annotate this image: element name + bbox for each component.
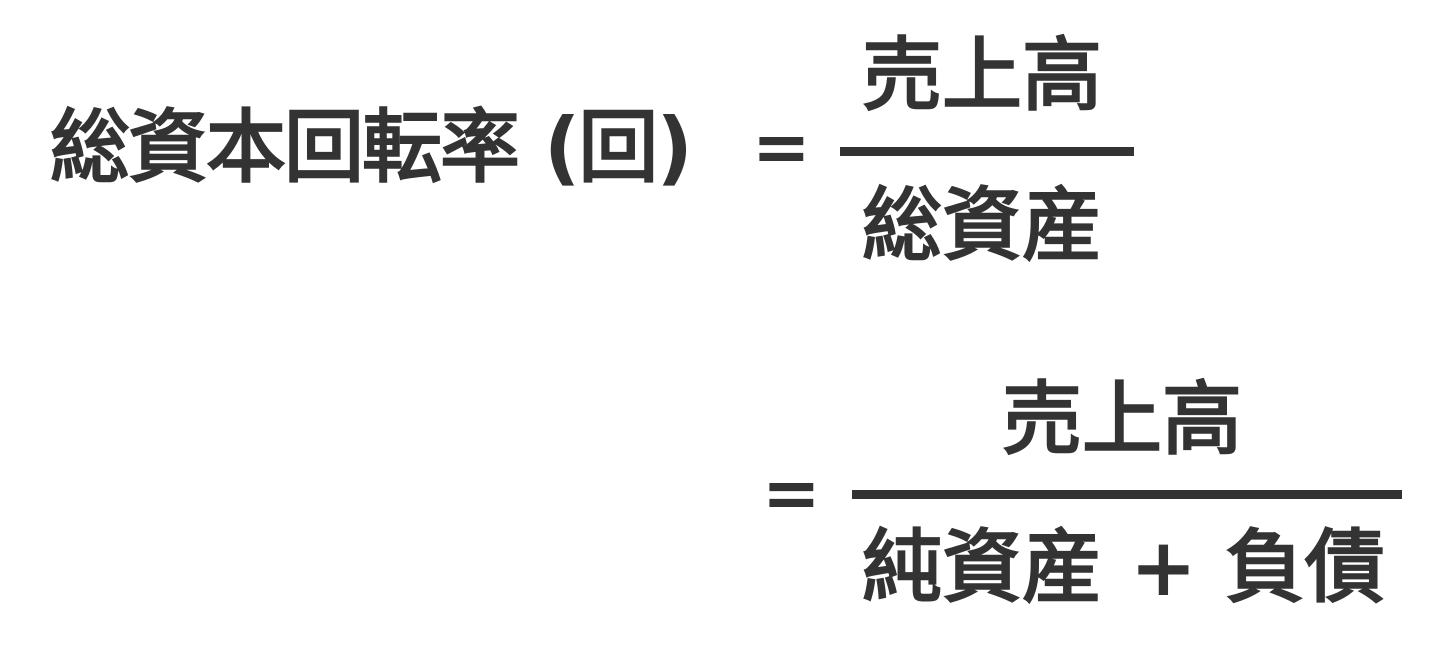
fraction-bar-1 <box>840 147 1134 156</box>
numerator-1: 売上高 <box>862 29 1102 122</box>
numerator-2: 売上高 <box>1002 373 1242 466</box>
equals-sign-1: = <box>752 106 811 188</box>
denominator-2: 純資産 + 負債 <box>862 521 1385 614</box>
equals-sign-2: = <box>762 452 821 534</box>
denominator-1: 総資産 <box>862 179 1102 272</box>
formula-lhs: 総資本回転率 (回) <box>50 101 693 194</box>
fraction-bar-2 <box>852 490 1402 499</box>
